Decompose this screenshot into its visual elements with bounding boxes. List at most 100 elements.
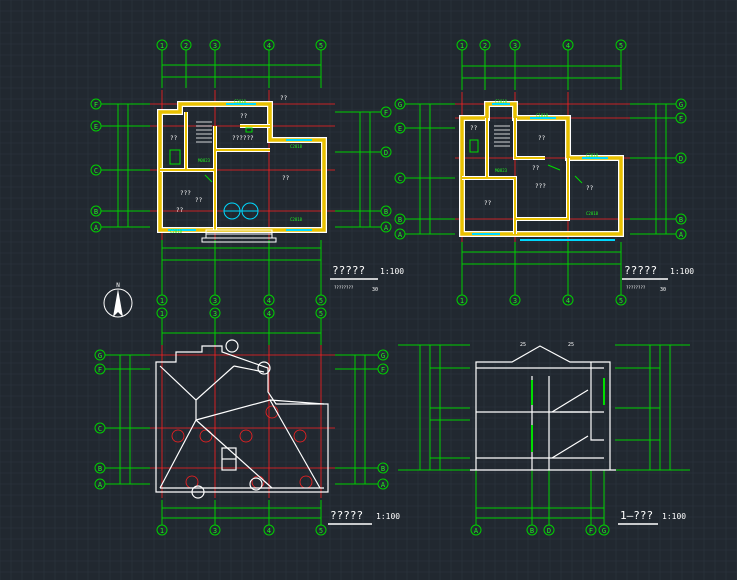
axis-label-C: C: [94, 167, 98, 175]
window-code: C2818: [586, 153, 599, 158]
axis-label-G: G: [398, 101, 402, 109]
window-code: C2818: [495, 99, 508, 104]
drawing-subtitle: ????????: [626, 285, 646, 290]
room-label: ??: [538, 135, 546, 142]
axis-label-1: 1: [160, 527, 164, 535]
room-label: ??: [282, 175, 290, 182]
roof-plan[interactable]: 1 3 4 5 1 3 4 5 G F C B A G F B A: [94, 307, 400, 536]
axis-label-C: C: [398, 175, 402, 183]
axis-label-5: 5: [319, 527, 323, 535]
axis-label-G: G: [679, 101, 683, 109]
axis-label-4: 4: [566, 42, 570, 50]
room-label: ??: [170, 135, 178, 142]
axis-label-F: F: [384, 109, 388, 117]
axis-label-B: B: [384, 208, 388, 216]
axis-label-A: A: [381, 481, 386, 489]
drawing-subtitle-number: 30: [660, 287, 666, 293]
second-floor-plan[interactable]: 1 2 3 4 5 1 3 4 5 G E C B A G F D B A: [394, 39, 694, 306]
axis-label-F: F: [589, 527, 593, 535]
axis-label-5: 5: [619, 42, 623, 50]
axis-label-D: D: [547, 527, 551, 535]
window-code: C1818: [536, 113, 549, 118]
axis-label-3: 3: [513, 297, 517, 305]
drawing-scale: 1:100: [376, 512, 400, 521]
section-1-1[interactable]: A B D F G 25 25: [398, 342, 690, 536]
axis-label-E: E: [94, 123, 98, 131]
axis-label-5: 5: [319, 310, 323, 318]
axis-label-B: B: [679, 216, 683, 224]
axis-label-3: 3: [213, 297, 217, 305]
drawing-title: ?????: [624, 264, 657, 277]
axis-label-5: 5: [319, 297, 323, 305]
north-arrow-icon: [113, 289, 123, 317]
room-label: ??: [532, 165, 540, 172]
north-label: N: [116, 282, 120, 289]
axis-label-4: 4: [267, 42, 271, 50]
axis-label-4: 4: [566, 297, 570, 305]
door-code: M0823: [198, 158, 211, 163]
axis-label-5: 5: [319, 42, 323, 50]
axis-label-F: F: [381, 366, 385, 374]
room-label: ??: [484, 200, 492, 207]
window-code: C2818: [290, 144, 303, 149]
room-label: ??: [470, 125, 478, 132]
axis-label-F: F: [679, 115, 683, 123]
axis-label-D: D: [679, 155, 683, 163]
axis-label-1: 1: [460, 297, 464, 305]
axis-label-C: C: [98, 425, 102, 433]
room-label: ??: [586, 185, 594, 192]
room-label: ???: [535, 183, 546, 190]
room-label: ???: [180, 190, 191, 197]
first-floor-plan[interactable]: 1 2 3 4 5 1 3 4 5 F E C B A F D B A: [90, 39, 404, 306]
axis-label-1: 1: [460, 42, 464, 50]
axis-label-B: B: [98, 465, 102, 473]
axis-label-4: 4: [267, 527, 271, 535]
axis-label-B: B: [398, 216, 402, 224]
axis-label-F: F: [94, 101, 98, 109]
section-dimension: 25: [520, 342, 526, 348]
axis-label-G: G: [381, 352, 385, 360]
axis-label-B: B: [381, 465, 385, 473]
axis-label-3: 3: [213, 42, 217, 50]
axis-label-B: B: [530, 527, 534, 535]
axis-label-4: 4: [267, 310, 271, 318]
axis-label-A: A: [98, 481, 103, 489]
axis-label-A: A: [474, 527, 479, 535]
axis-label-3: 3: [513, 42, 517, 50]
axis-label-1: 1: [160, 310, 164, 318]
axis-label-3: 3: [213, 527, 217, 535]
axis-label-E: E: [398, 125, 402, 133]
axis-label-1: 1: [160, 42, 164, 50]
drawing-scale: 1:100: [670, 267, 694, 276]
window-code: C2818: [586, 211, 599, 216]
axis-label-A: A: [679, 231, 684, 239]
axis-label-G: G: [602, 527, 606, 535]
axis-label-3: 3: [213, 310, 217, 318]
axis-label-2: 2: [184, 42, 188, 50]
drawing-scale: 1:100: [380, 267, 404, 276]
north-arrow: N: [103, 282, 133, 318]
room-label: ??: [280, 95, 288, 102]
room-label: ??: [176, 207, 184, 214]
drawing-scale: 1:100: [662, 512, 686, 521]
axis-label-2: 2: [483, 42, 487, 50]
axis-label-D: D: [384, 149, 388, 157]
room-label: ??: [240, 113, 248, 120]
door-code: M0823: [495, 168, 508, 173]
window-code: C2818: [170, 229, 183, 234]
drawing-subtitle-number: 30: [372, 287, 378, 293]
axis-label-1: 1: [160, 297, 164, 305]
section-dimension: 25: [568, 342, 574, 348]
axis-label-A: A: [384, 224, 389, 232]
drawing-subtitle: ????????: [334, 285, 354, 290]
room-label: ??: [195, 197, 203, 204]
window-code: C2818: [290, 217, 303, 222]
drawing-title: ?????: [332, 264, 365, 277]
axis-label-A: A: [398, 231, 403, 239]
drawing-title: ?????: [330, 509, 363, 522]
axis-label-B: B: [94, 208, 98, 216]
axis-label-5: 5: [619, 297, 623, 305]
axis-label-G: G: [98, 352, 102, 360]
drawing-title: 1—???: [620, 509, 653, 522]
